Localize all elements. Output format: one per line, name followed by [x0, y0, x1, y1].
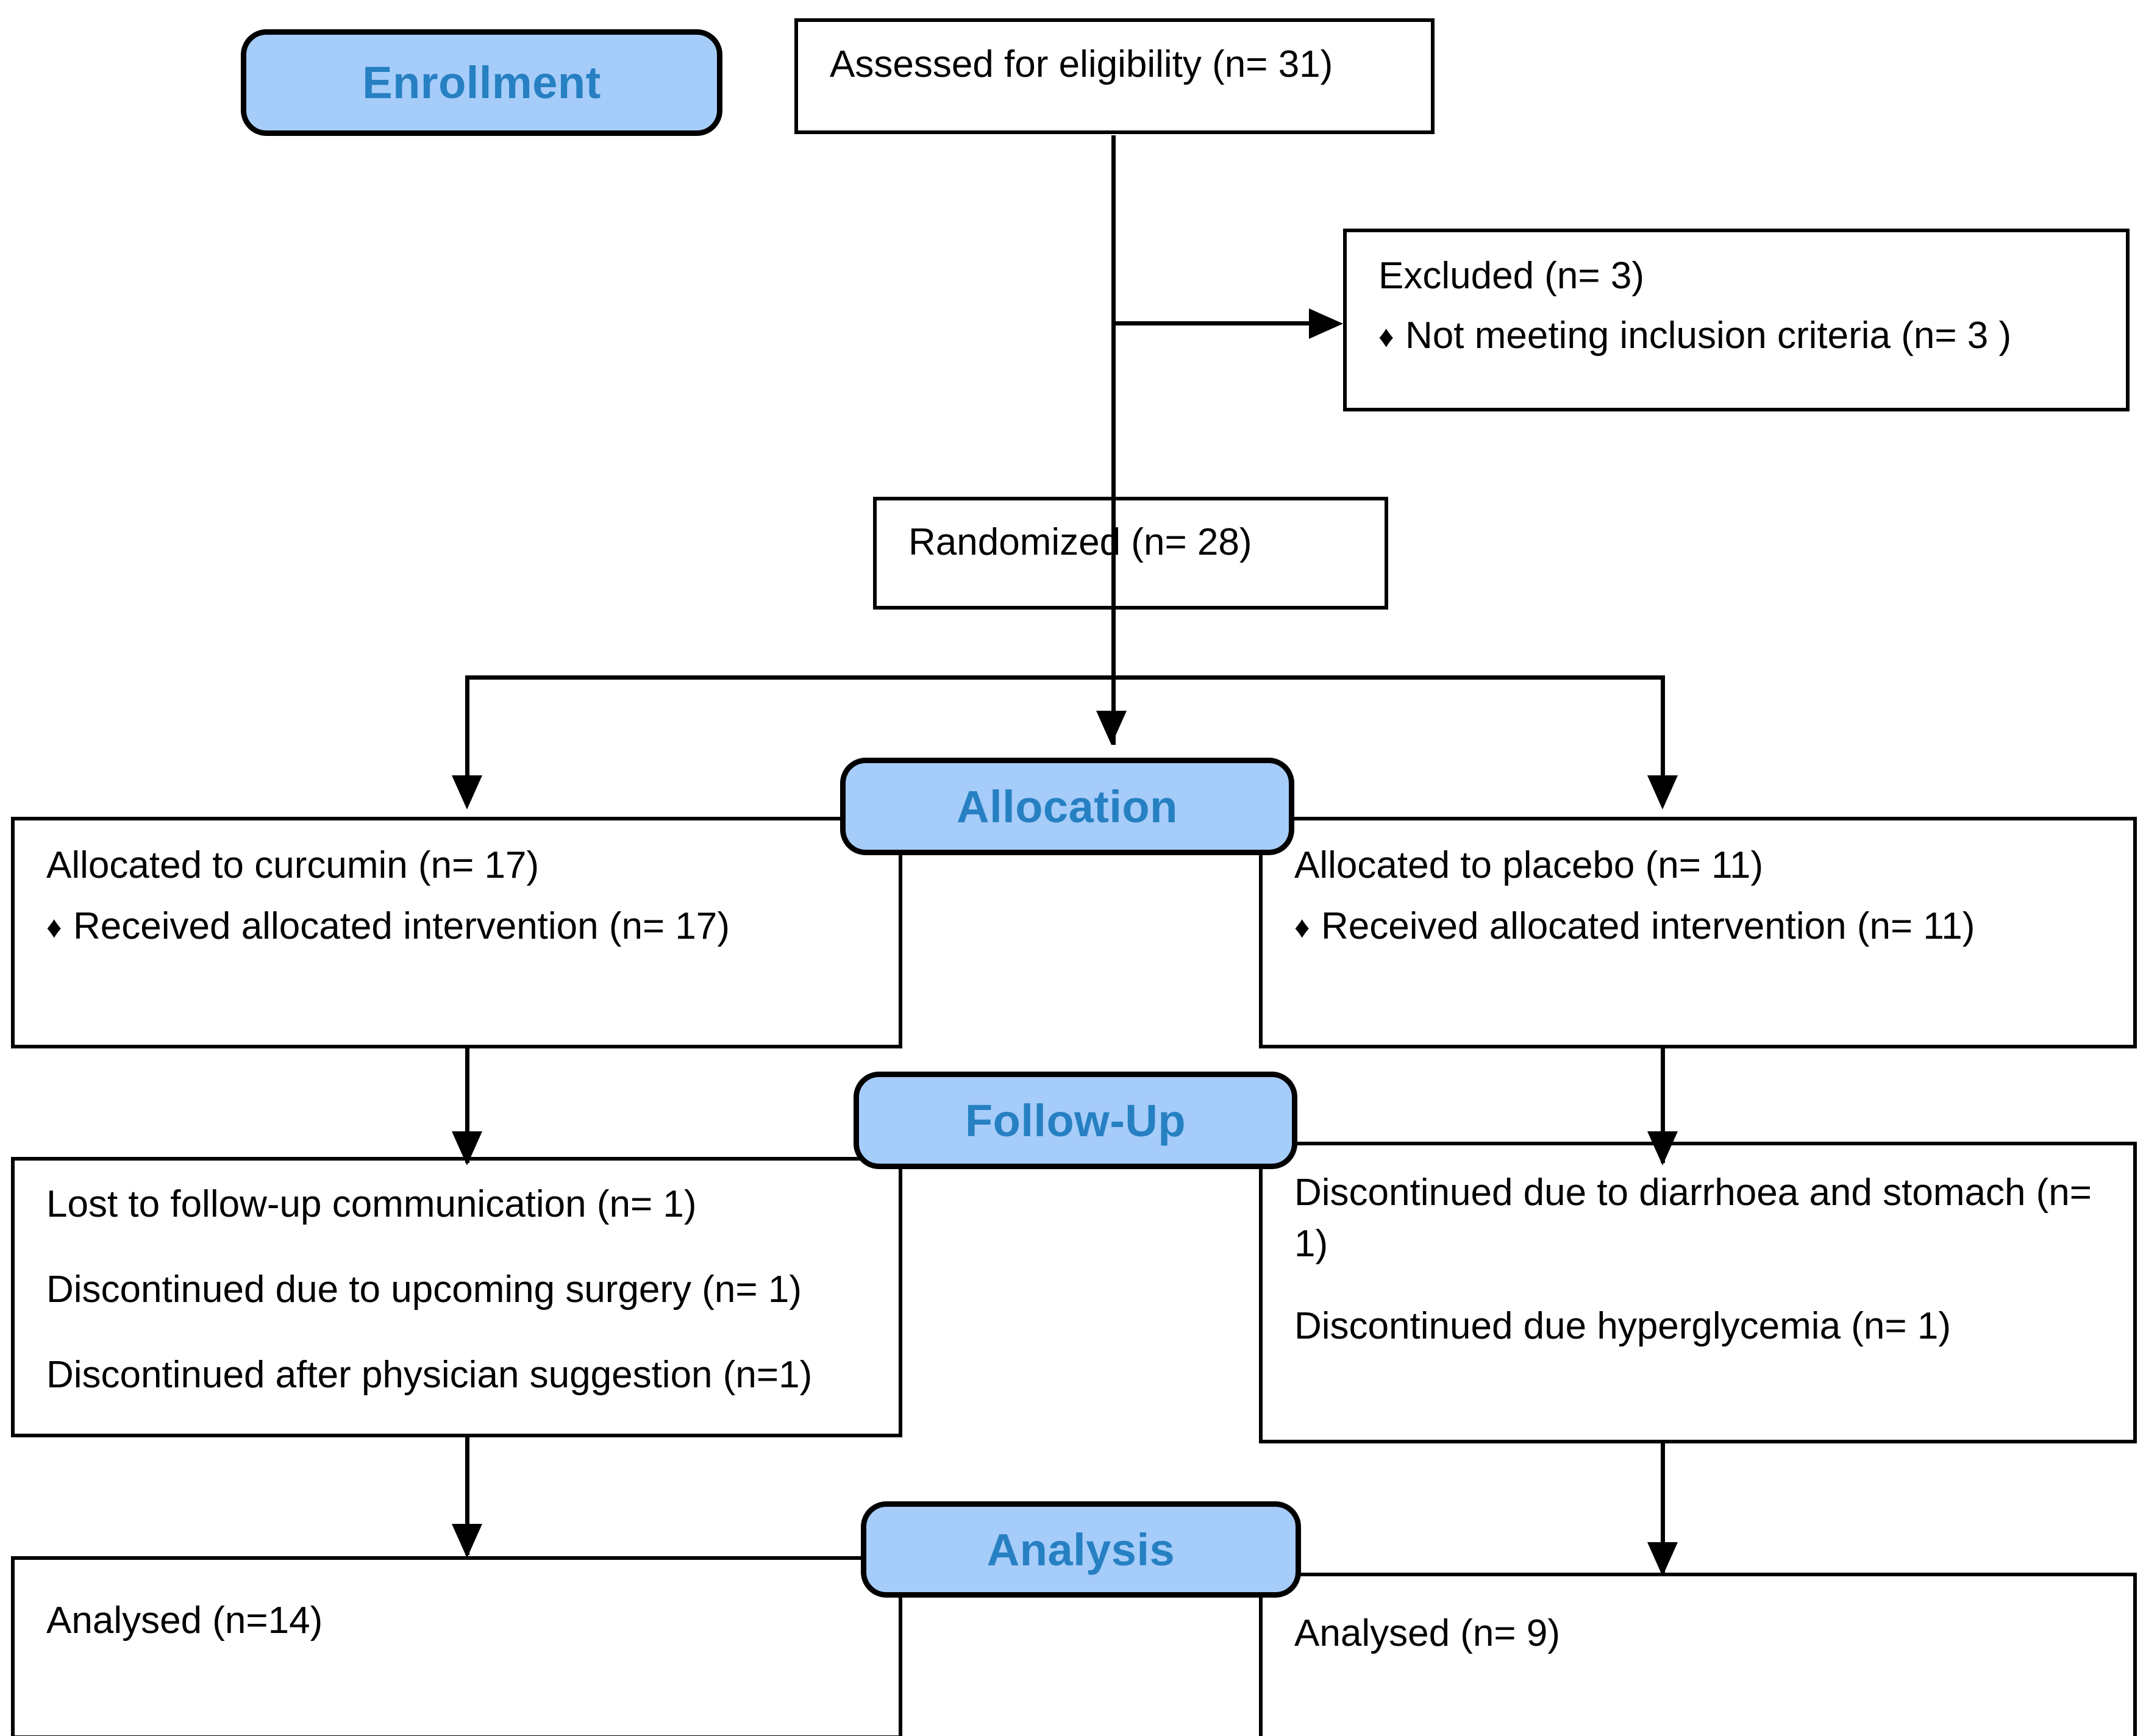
randomized-text: Randomized (n= 28)	[908, 521, 1252, 563]
arrow-right-to-excluded-icon	[1309, 308, 1343, 339]
connector-curcumin-to-followup	[465, 1047, 469, 1163]
box-assessed-for-eligibility: Assessed for eligibility (n= 31)	[794, 18, 1435, 134]
split-bar-allocation	[465, 675, 1665, 680]
connector-placebo-to-analysis	[1661, 1442, 1665, 1573]
connector-split-left	[465, 675, 469, 803]
box-followup-placebo: Discontinued due to diarrhoea and stomac…	[1259, 1142, 2137, 1443]
box-randomized: Randomized (n= 28)	[873, 497, 1388, 610]
stage-label-allocation: Allocation	[957, 781, 1178, 832]
followup-placebo-line2: Discontinued due hyperglycemia (n= 1)	[1294, 1305, 1951, 1347]
stage-badge-allocation: Allocation	[840, 758, 1294, 855]
box-allocated-curcumin: Allocated to curcumin (n= 17) ♦ Received …	[11, 817, 902, 1048]
stage-label-followup: Follow-Up	[964, 1095, 1186, 1146]
diamond-bullet-icon: ♦	[1378, 319, 1394, 354]
box-excluded: Excluded (n= 3) ♦ Not meeting inclusion c…	[1343, 229, 2130, 411]
arrow-down-curcumin-analysis-icon	[452, 1524, 482, 1558]
assessed-text: Assessed for eligibility (n= 31)	[830, 43, 1333, 85]
box-allocated-placebo: Allocated to placebo (n= 11) ♦ Received a…	[1259, 817, 2137, 1048]
arrow-down-to-placebo-icon	[1647, 775, 1678, 809]
allocated-placebo-detail-text: Received allocated intervention (n= 11)	[1321, 905, 1975, 947]
connector-assessed-to-randomized	[1111, 135, 1116, 745]
analysed-curcumin-text: Analysed (n=14)	[46, 1599, 323, 1642]
allocated-curcumin-detail-text: Received allocated intervention (n= 17)	[73, 905, 730, 947]
connector-placebo-to-followup	[1661, 1047, 1665, 1163]
stage-label-enrollment: Enrollment	[362, 57, 601, 108]
connector-curcumin-to-analysis	[465, 1436, 469, 1555]
stage-label-analysis: Analysis	[986, 1524, 1175, 1575]
followup-curcumin-line3: Discontinued after physician suggestion …	[46, 1354, 813, 1396]
analysed-placebo-text: Analysed (n= 9)	[1294, 1612, 1560, 1654]
diamond-bullet-icon: ♦	[1294, 910, 1310, 944]
arrow-down-placebo-followup-icon	[1647, 1131, 1678, 1165]
diamond-bullet-icon: ♦	[46, 910, 62, 944]
box-analysed-curcumin: Analysed (n=14)	[11, 1556, 902, 1736]
box-followup-curcumin: Lost to follow-up communication (n= 1) D…	[11, 1157, 902, 1437]
followup-curcumin-line1: Lost to follow-up communication (n= 1)	[46, 1183, 697, 1225]
arrow-down-curcumin-followup-icon	[452, 1131, 482, 1165]
connector-randomized-down	[1111, 610, 1116, 677]
arrow-down-to-curcumin-icon	[452, 775, 482, 809]
box-analysed-placebo: Analysed (n= 9)	[1259, 1573, 2137, 1736]
connector-assessed-to-excluded	[1111, 321, 1309, 326]
excluded-reason-text: Not meeting inclusion criteria (n= 3 )	[1405, 315, 2012, 357]
followup-curcumin-line2: Discontinued due to upcoming surgery (n=…	[46, 1268, 802, 1311]
arrow-down-to-randomized-icon	[1096, 711, 1127, 745]
stage-badge-followup: Follow-Up	[854, 1072, 1297, 1169]
connector-split-right	[1661, 675, 1665, 803]
allocated-curcumin-text: Allocated to curcumin (n= 17)	[46, 844, 540, 886]
followup-placebo-line1: Discontinued due to diarrhoea and stomac…	[1294, 1172, 2092, 1265]
arrow-down-placebo-analysis-icon	[1647, 1542, 1678, 1576]
allocated-placebo-text: Allocated to placebo (n= 11)	[1294, 844, 1764, 886]
excluded-text: Excluded (n= 3)	[1378, 255, 1644, 297]
stage-badge-enrollment: Enrollment	[241, 29, 722, 136]
stage-badge-analysis: Analysis	[861, 1501, 1301, 1598]
